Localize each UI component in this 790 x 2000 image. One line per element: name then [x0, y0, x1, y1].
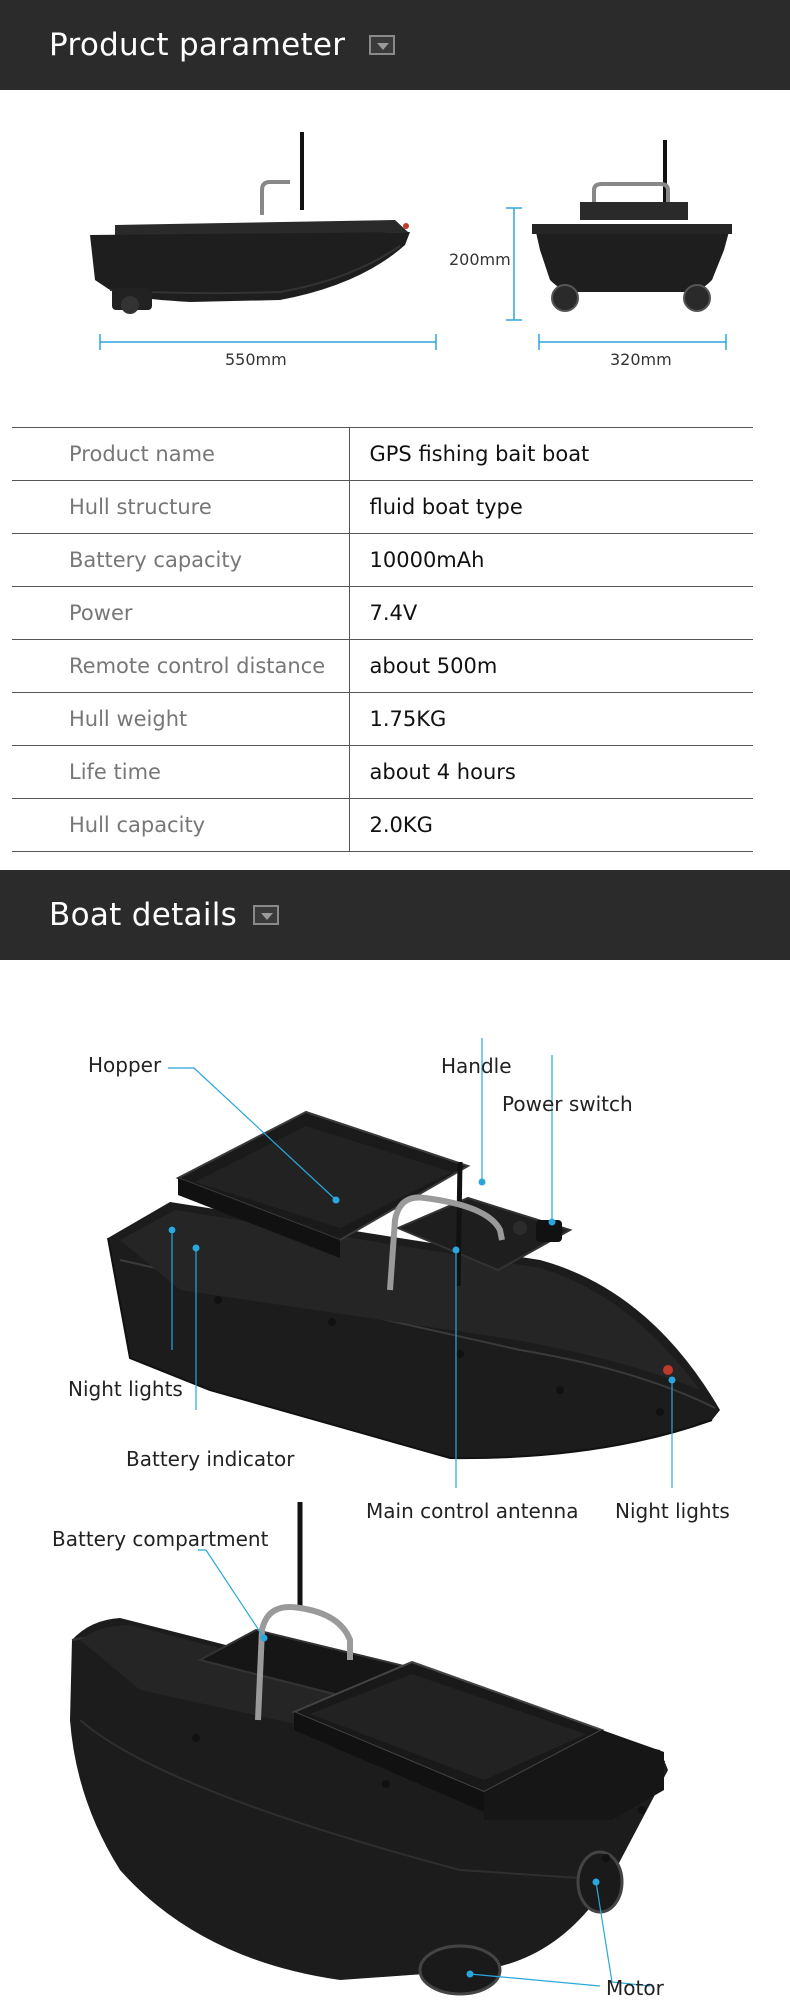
width-dimension-label: 320mm	[610, 350, 672, 369]
param-key: Hull capacity	[12, 798, 349, 852]
param-key: Power	[12, 586, 349, 640]
height-dimension-label: 200mm	[449, 250, 511, 269]
boat-details-header: Boat details	[0, 870, 790, 960]
callout-night-lights-right: Night lights	[615, 1499, 730, 1523]
section-title: Boat details	[49, 897, 238, 933]
collapse-toggle-icon[interactable]	[253, 905, 280, 925]
param-key: Life time	[12, 745, 349, 799]
param-key: Battery capacity	[12, 533, 349, 587]
param-value: about 500m	[348, 639, 753, 693]
param-key: Product name	[12, 427, 349, 481]
length-dimension-label: 550mm	[225, 350, 287, 369]
product-parameter-header: Product parameter	[0, 0, 790, 90]
param-value: about 4 hours	[348, 745, 753, 799]
callout-power-switch: Power switch	[502, 1092, 633, 1116]
callout-hopper: Hopper	[88, 1053, 162, 1077]
callout-main-control-antenna: Main control antenna	[366, 1499, 579, 1523]
param-value: 10000mAh	[348, 533, 753, 587]
callout-motor: Motor	[606, 1976, 664, 2000]
boat-detail-image-rear	[70, 1502, 668, 1996]
param-value: GPS fishing bait boat	[348, 427, 753, 481]
param-key: Remote control distance	[12, 639, 349, 693]
param-value: 1.75KG	[348, 692, 753, 746]
param-key: Hull weight	[12, 692, 349, 746]
boat-side-view-image	[90, 132, 732, 350]
section-title: Product parameter	[49, 27, 346, 63]
param-key: Hull structure	[12, 480, 349, 534]
param-value: 7.4V	[348, 586, 753, 640]
callout-night-lights-left: Night lights	[68, 1377, 183, 1401]
param-value: fluid boat type	[348, 480, 753, 534]
callout-handle: Handle	[441, 1054, 512, 1078]
callout-battery-compartment: Battery compartment	[52, 1527, 269, 1551]
param-value: 2.0KG	[348, 798, 753, 852]
collapse-toggle-icon[interactable]	[369, 35, 396, 55]
callout-battery-indicator: Battery indicator	[126, 1447, 295, 1471]
boat-detail-image-top	[107, 1038, 720, 1488]
